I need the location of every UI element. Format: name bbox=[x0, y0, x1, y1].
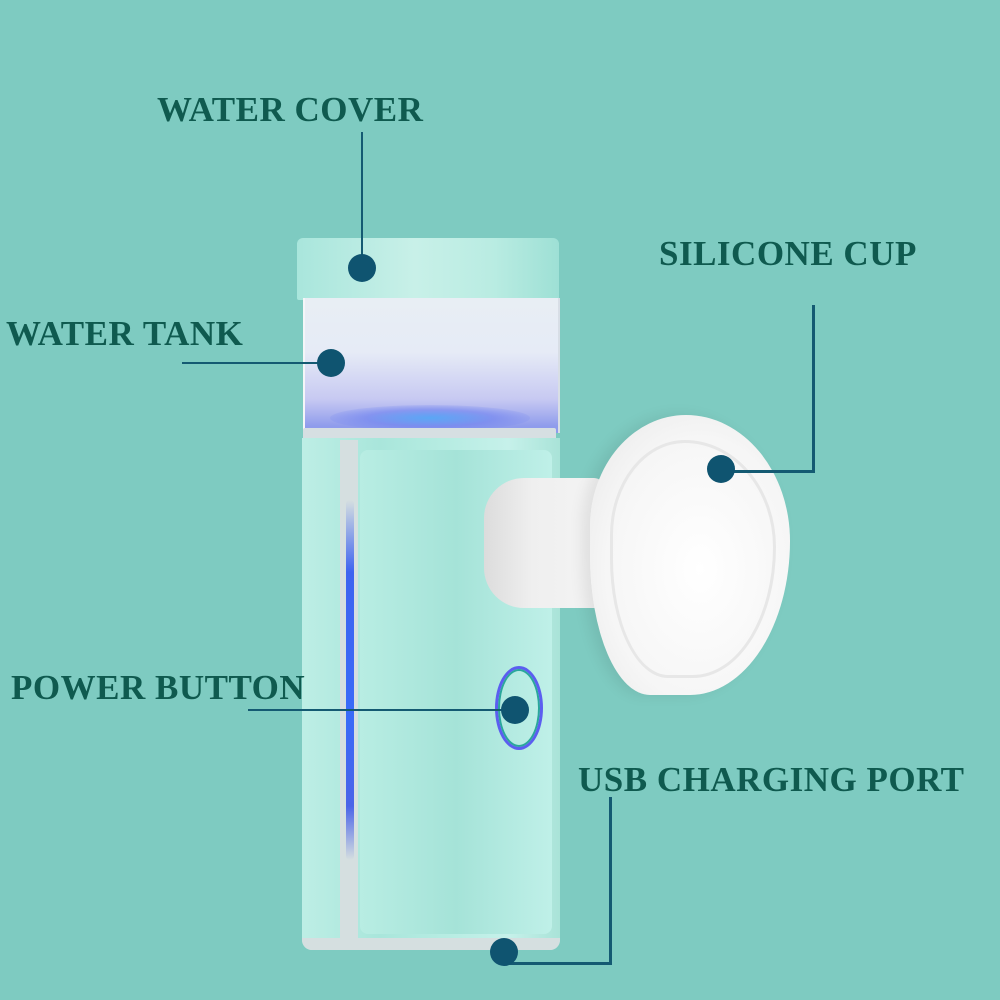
leader-usb-vertical bbox=[609, 797, 612, 965]
leader-usb-horizontal bbox=[505, 962, 612, 965]
tank-seam bbox=[303, 428, 556, 440]
tank-blue-light bbox=[330, 405, 530, 431]
leader-power-button bbox=[248, 709, 508, 711]
label-power-button: POWER BUTTON bbox=[11, 668, 306, 707]
body-base bbox=[302, 938, 560, 950]
water-cover-part bbox=[297, 238, 559, 300]
label-usb-charging-port: USB CHARGING PORT bbox=[578, 760, 965, 799]
power-button-ring bbox=[495, 666, 543, 750]
silicone-cup-rim bbox=[610, 440, 776, 678]
marker-silicone-cup bbox=[707, 455, 735, 483]
label-water-tank: WATER TANK bbox=[6, 314, 244, 353]
silicone-cup-neck bbox=[484, 478, 604, 608]
label-silicone-cup: SILICONE CUP bbox=[659, 234, 917, 273]
marker-water-cover bbox=[348, 254, 376, 282]
leader-silicone-cup-horizontal bbox=[728, 470, 815, 473]
marker-water-tank bbox=[317, 349, 345, 377]
label-water-cover: WATER COVER bbox=[157, 90, 424, 129]
blue-led-strip bbox=[346, 500, 354, 860]
leader-water-cover bbox=[361, 132, 363, 266]
marker-power-button bbox=[501, 696, 529, 724]
leader-water-tank bbox=[182, 362, 322, 364]
leader-silicone-cup-vertical bbox=[812, 305, 815, 473]
marker-usb-charging-port bbox=[490, 938, 518, 966]
